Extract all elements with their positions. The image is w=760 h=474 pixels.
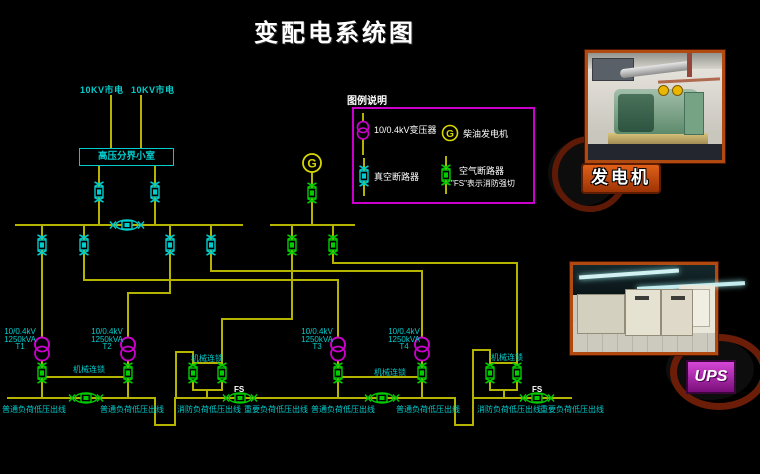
- generator-symbol: G: [302, 153, 322, 173]
- photo-silencer: [658, 85, 669, 96]
- transformer-spec: 10/0.4kV: [4, 327, 36, 336]
- photo-generator-engine: [618, 94, 654, 132]
- outlet-label-fire: 消防负荷低压出线: [477, 405, 541, 414]
- vacuum-breaker-icon: [93, 181, 105, 203]
- lv-bus-left: [7, 397, 310, 426]
- hv-room-box: 高压分界小室: [79, 148, 174, 166]
- legend-box: [352, 107, 535, 204]
- generator-caption: 发电机: [581, 163, 661, 194]
- transformer-capacity: 1250kVA: [91, 334, 123, 344]
- interlock-label: 机械连锁: [491, 353, 523, 362]
- source-label-left: 10KV市电: [80, 85, 124, 95]
- air-breaker-icon: [187, 362, 199, 384]
- circuit-line: [98, 165, 156, 225]
- photo-cabinet-vent: [671, 296, 685, 300]
- transformer-spec: 10/0.4kV: [388, 327, 420, 336]
- ups-photo: [569, 261, 746, 356]
- photo-cabinet-vent: [635, 296, 649, 300]
- circuit-line: [127, 225, 171, 398]
- air-breaker-icon: [416, 362, 428, 384]
- air-breaker-icon: [36, 362, 48, 384]
- transformer-label-t1: 10/0.4kV 1250kVA T1: [0, 328, 40, 351]
- outlet-label-normal: 普通负荷低压出线: [2, 405, 66, 414]
- transformer-capacity: 1250kVA: [388, 334, 420, 344]
- photo-ups-cabinet: [661, 289, 693, 336]
- vacuum-breaker-icon: [78, 234, 90, 256]
- outlet-label-normal: 普通负荷低压出线: [396, 405, 460, 414]
- transformer-label-t3: 10/0.4kV 1250kVA T3: [297, 328, 337, 351]
- legend-transformer-label: 10/0.4kV变压器: [374, 125, 437, 135]
- air-breaker-icon: [332, 362, 344, 384]
- vacuum-breaker-icon: [36, 234, 48, 256]
- transformer-capacity: 1250kVA: [301, 334, 333, 344]
- air-breaker-icon: [286, 234, 298, 256]
- legend-generator-letter: G: [446, 129, 454, 140]
- photo-pipe: [687, 53, 692, 77]
- outlet-label-important: 重要负荷低压出线: [540, 405, 604, 414]
- transformer-name: T4: [399, 342, 409, 351]
- photo-ups-cabinet: [625, 289, 661, 336]
- page-title: 变配电系统图: [254, 18, 416, 47]
- transformer-spec: 10/0.4kV: [301, 327, 333, 336]
- ups-caption: UPS: [686, 360, 736, 394]
- legend-air-breaker-note: "FS"表示消防强切: [451, 179, 515, 188]
- circuit-line: [175, 351, 223, 398]
- outlet-label-fire: 消防负荷低压出线: [177, 405, 241, 414]
- transformer-name: T1: [15, 342, 25, 351]
- transformer-label-t4: 10/0.4kV 1250kVA T4: [384, 328, 424, 351]
- photo-generator-base: [608, 133, 708, 144]
- transformer-label-t2: 10/0.4kV 1250kVA T2: [87, 328, 127, 351]
- vacuum-breaker-icon: [205, 234, 217, 256]
- transformer-spec: 10/0.4kV: [91, 327, 123, 336]
- circuit-line: [110, 95, 142, 148]
- photo-door: [691, 289, 710, 327]
- outlet-label-normal: 普通负荷低压出线: [100, 405, 164, 414]
- generator-symbol-letter: G: [307, 157, 316, 171]
- legend-transformer-icon: [356, 120, 370, 140]
- photo-silencer: [672, 85, 683, 96]
- legend-vacuum-breaker-label: 真空断路器: [374, 172, 420, 182]
- legend-generator-icon: G: [441, 124, 459, 142]
- lv-bus-right: [308, 397, 572, 426]
- transformer-name: T2: [102, 342, 112, 351]
- legend-air-breaker-label: 空气断路器: [459, 166, 505, 176]
- air-breaker-icon: [511, 362, 523, 384]
- fs-label: FS: [532, 385, 543, 394]
- circuit-line: [472, 349, 518, 398]
- air-breaker-icon: [216, 362, 228, 384]
- air-breaker-icon: [327, 234, 339, 256]
- outlet-label-important: 重要负荷低压出线: [244, 405, 308, 414]
- transformer-name: T3: [312, 342, 322, 351]
- interlock-label: 机械连锁: [374, 368, 406, 377]
- interlock-label: 机械连锁: [191, 354, 223, 363]
- photo-generator-radiator: [684, 92, 704, 135]
- air-breaker-icon: [122, 362, 134, 384]
- source-label-right: 10KV市电: [131, 85, 175, 95]
- circuit-line: [221, 225, 293, 365]
- vacuum-breaker-icon: [149, 181, 161, 203]
- generator-photo: [584, 49, 726, 164]
- air-breaker-icon: [306, 182, 318, 204]
- outlet-label-normal: 普通负荷低压出线: [311, 405, 375, 414]
- legend-generator-label: 柴油发电机: [463, 129, 509, 139]
- photo-floor: [588, 144, 722, 160]
- fs-label: FS: [234, 385, 245, 394]
- legend-title: 图例说明: [347, 96, 387, 107]
- vacuum-breaker-icon: [164, 234, 176, 256]
- photo-ups-cabinet: [577, 294, 625, 334]
- air-breaker-icon: [484, 362, 496, 384]
- transformer-capacity: 1250kVA: [4, 334, 36, 344]
- interlock-label: 机械连锁: [73, 365, 105, 374]
